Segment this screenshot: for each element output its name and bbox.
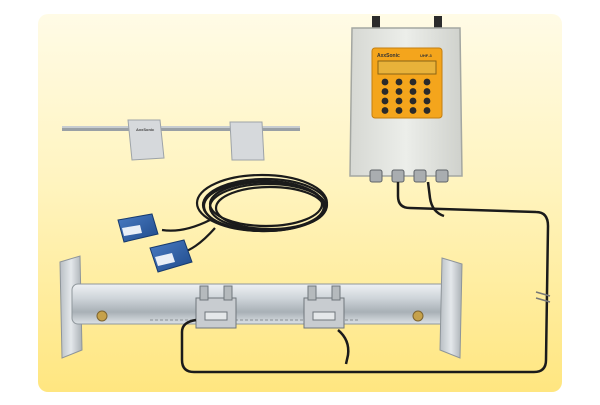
cable-gland <box>435 169 449 183</box>
bracket-brand-label: AxxSonic <box>136 127 155 132</box>
mount-tab-right <box>434 16 442 30</box>
keypad-button <box>381 88 389 95</box>
cable-from-right-clamp <box>337 329 350 365</box>
cable-to-left-clamp <box>180 182 550 374</box>
transmitter-unit: AxxSonic UHF-3 <box>349 16 463 183</box>
cable-gland <box>413 169 427 183</box>
cable-glands <box>369 169 449 183</box>
keypad-button <box>381 78 389 86</box>
transducer-right <box>149 239 193 273</box>
rail-bracket-left: AxxSonic <box>127 119 165 161</box>
keypad-button <box>409 78 417 86</box>
mounting-rail: AxxSonic <box>62 119 300 161</box>
keypad-button <box>409 107 417 114</box>
keypad-button <box>381 97 389 105</box>
coiled-cable <box>161 173 329 256</box>
cable-break-mark <box>535 291 551 297</box>
background-panel <box>38 14 562 392</box>
transducer-left <box>117 213 159 243</box>
rail-bracket-right <box>229 121 265 161</box>
cable-gland <box>369 169 383 183</box>
pipe-bolt-right <box>412 310 424 322</box>
cable-gland <box>391 169 405 183</box>
signal-cables <box>180 181 551 374</box>
clamp-left <box>195 285 237 329</box>
rail-bar <box>62 126 300 131</box>
device-model-label: UHF-3 <box>420 53 433 58</box>
keypad-button <box>423 88 431 95</box>
keypad-button <box>423 97 431 105</box>
keypad <box>381 78 431 114</box>
mount-tab-left <box>372 16 380 30</box>
keypad-button <box>395 78 403 86</box>
keypad-button <box>409 97 417 105</box>
rail-highlight <box>62 126 300 128</box>
cable-branch <box>426 181 445 218</box>
flange-right <box>439 257 463 359</box>
test-pipe <box>59 255 463 359</box>
device-brand-label: AxxSonic <box>377 53 400 59</box>
keypad-button <box>381 107 389 114</box>
lcd-display <box>377 60 437 75</box>
keypad-button <box>395 107 403 114</box>
keypad-button <box>395 88 403 95</box>
keypad-button <box>423 107 431 114</box>
pipe-body <box>71 283 451 325</box>
keypad-button <box>423 78 431 86</box>
pipe-bolt-left <box>96 310 108 322</box>
keypad-button <box>395 97 403 105</box>
keypad-button <box>409 88 417 95</box>
clamp-right <box>303 285 345 329</box>
flange-left <box>59 255 83 359</box>
